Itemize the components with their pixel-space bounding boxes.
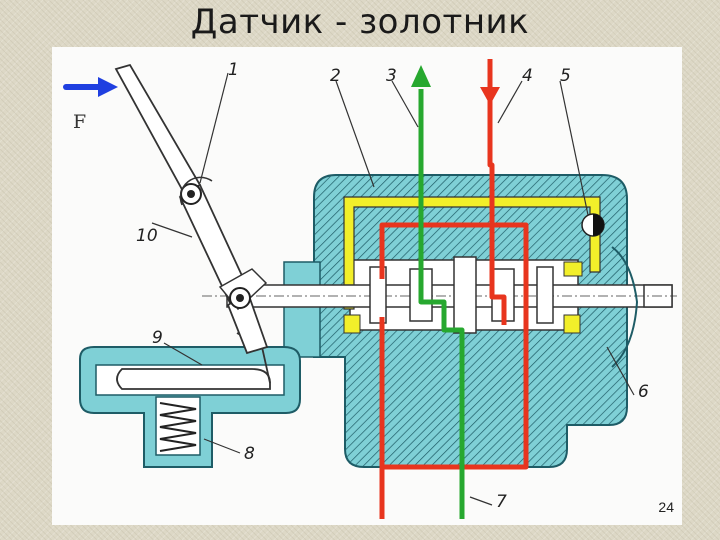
callout-2: 2 [330, 66, 341, 86]
callout-7: 7 [496, 492, 507, 512]
callout-3: 3 [386, 66, 397, 86]
callout-10: 10 [136, 226, 158, 246]
spool-shaft [202, 284, 677, 308]
slide-title: Датчик - золотник [190, 2, 530, 42]
drain-arrow-icon [411, 65, 431, 87]
callout-6: 6 [638, 382, 649, 402]
leader-lines [151, 72, 635, 506]
lever-arm [114, 63, 269, 355]
diagram-panel: 1 2 3 4 5 6 7 8 9 10 F 24 [52, 47, 682, 525]
callout-9: 9 [152, 328, 163, 348]
spool-valve-sensor-diagram: 1 2 3 4 5 6 7 8 9 10 [63, 59, 677, 519]
page-number: 24 [658, 499, 674, 515]
force-label: F [73, 111, 87, 133]
supply-line [379, 59, 529, 519]
callout-5: 5 [560, 66, 571, 86]
force-arrow-icon [63, 77, 118, 97]
plunger [116, 368, 271, 390]
supply-arrow-icon [480, 87, 500, 105]
callout-1: 1 [228, 60, 239, 80]
callout-4: 4 [522, 66, 533, 86]
spring-icon [159, 402, 197, 452]
callout-8: 8 [244, 444, 255, 464]
drain-line [418, 89, 465, 519]
control-channel [343, 196, 601, 310]
